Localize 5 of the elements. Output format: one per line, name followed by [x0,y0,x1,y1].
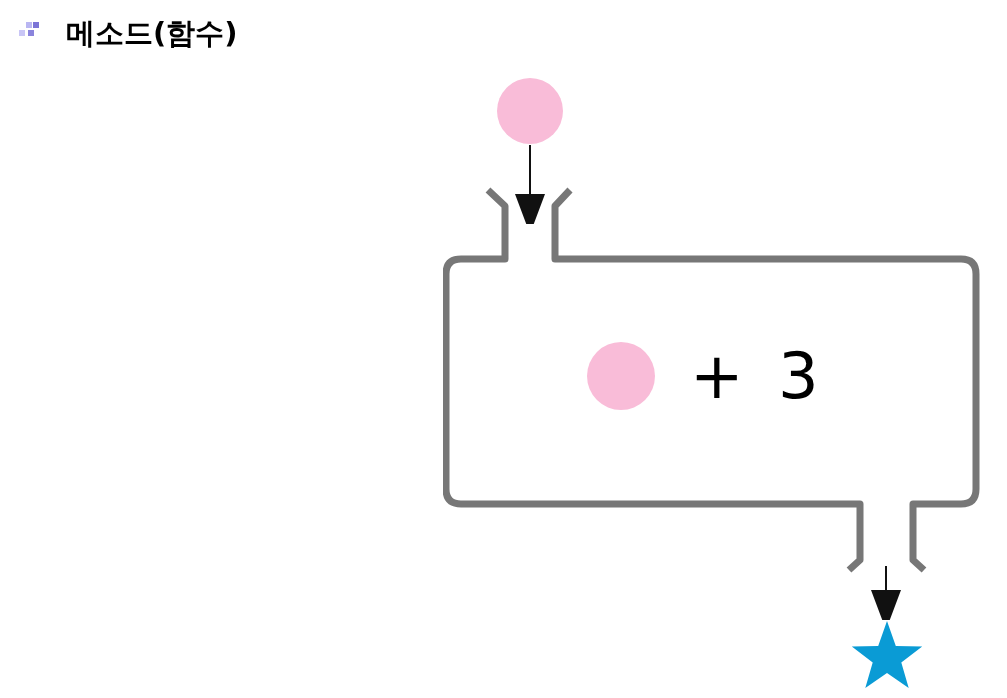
circle-node [497,78,563,144]
formula-text: + 3 [690,338,819,415]
title: 메소드(함수) [66,15,238,52]
circle-node [587,342,655,410]
machine-box [443,186,983,574]
